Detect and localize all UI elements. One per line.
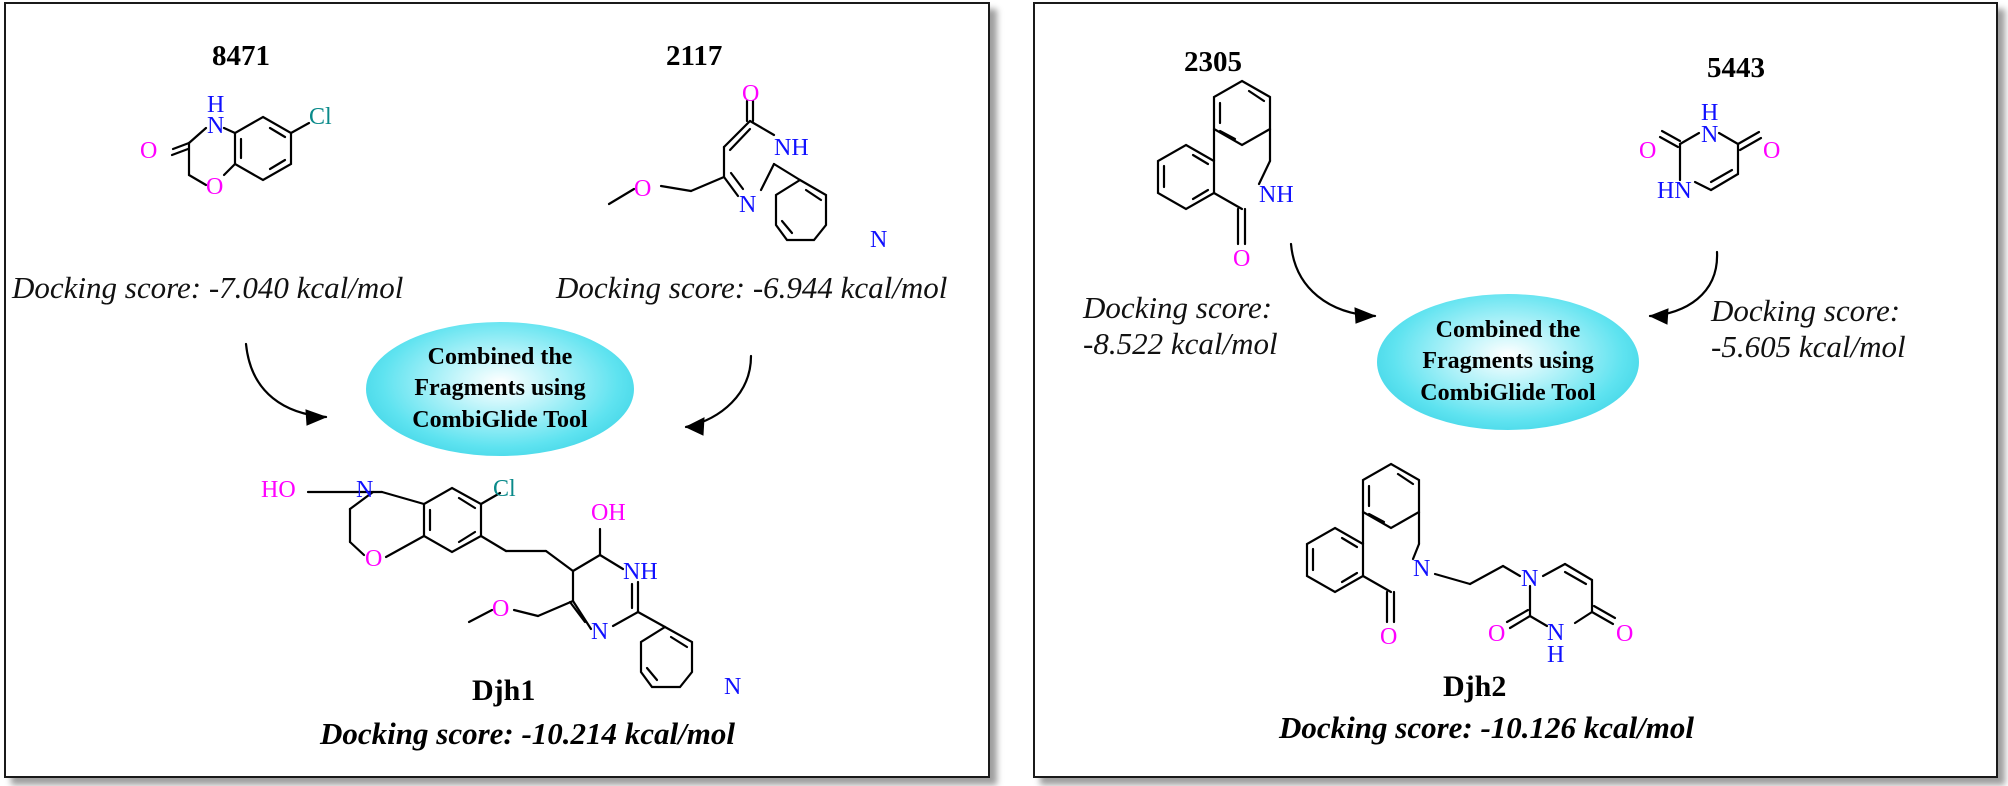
product-djh1-score: Docking score: -10.214 kcal/mol [320, 716, 736, 751]
fragment-2305-score: Docking score: -8.522 kcal/mol [1083, 290, 1278, 361]
arrow-8471-to-combine [244, 342, 328, 419]
atom-label: N [1521, 566, 1538, 592]
fragment-8471-score: Docking score: -7.040 kcal/mol [12, 270, 404, 305]
right-panel-structures: NH O O N H O HN N N O O N H O [1156, 79, 1780, 668]
atom-label: O [140, 138, 157, 164]
product-djh2-score: Docking score: -10.126 kcal/mol [1279, 710, 1695, 745]
fragment-2117-score: Docking score: -6.944 kcal/mol [556, 270, 948, 305]
product-djh2-structure [1305, 462, 1617, 630]
atom-label: O [1639, 138, 1656, 164]
product-djh1-name: Djh1 [472, 674, 536, 707]
fragment-2305-id: 2305 [1184, 46, 1242, 78]
atom-label: O [634, 176, 651, 202]
atom-label: N [356, 477, 373, 503]
atom-label: O [742, 81, 759, 107]
fragment-2117-structure [607, 99, 828, 242]
atom-label: N [870, 227, 887, 253]
product-djh2-name: Djh2 [1443, 670, 1507, 703]
atom-label: O [365, 546, 382, 572]
atom-label: N [1701, 122, 1718, 148]
atom-label: Cl [493, 476, 516, 502]
atom-label: H [1547, 642, 1564, 668]
atom-label: NH [623, 559, 658, 585]
atom-label: Cl [309, 104, 332, 130]
fragment-5443-structure [1658, 129, 1763, 192]
atom-label: O [1488, 621, 1505, 647]
atom-label: O [1380, 624, 1397, 650]
atom-label: NH [774, 135, 809, 161]
atom-label: OH [591, 500, 626, 526]
arrow-2305-to-combine [1289, 242, 1377, 318]
product-djh1-structure [306, 486, 694, 689]
left-panel-structures: O N H O Cl O NH N O N HO N O Cl OH NH N … [140, 81, 887, 700]
left-panel: 8471 2117 [4, 2, 990, 778]
fragment-8471-structure [170, 115, 311, 187]
atom-label: O [1763, 138, 1780, 164]
fragment-5443-score: Docking score: -5.605 kcal/mol [1711, 293, 1906, 364]
atom-label: N [724, 674, 741, 700]
fragment-2305-structure [1156, 79, 1272, 246]
atom-label: H [207, 92, 224, 118]
atom-label: N [1413, 556, 1430, 582]
atom-label: O [206, 174, 223, 200]
arrow-5443-to-combine [1648, 250, 1719, 318]
atom-label: HO [261, 477, 296, 503]
atom-label: O [492, 596, 509, 622]
combiglide-ellipse: Combined the Fragments using CombiGlide … [366, 322, 634, 456]
right-panel: 2305 5443 [1033, 2, 1998, 778]
atom-label: O [1616, 621, 1633, 647]
atom-label: N [207, 113, 224, 139]
arrow-2117-to-combine [684, 354, 753, 429]
fragment-5443-id: 5443 [1707, 52, 1765, 84]
atom-label: HN [1657, 178, 1692, 204]
combiglide-ellipse: Combined the Fragments using CombiGlide … [1377, 294, 1639, 430]
atom-label: N [739, 192, 756, 218]
fragment-2117-id: 2117 [666, 40, 723, 72]
fragment-8471-id: 8471 [212, 40, 270, 72]
atom-label: H [1701, 100, 1718, 126]
atom-label: NH [1259, 182, 1294, 208]
atom-label: N [591, 619, 608, 645]
atom-label: O [1233, 246, 1250, 272]
atom-label: N [1547, 620, 1564, 646]
